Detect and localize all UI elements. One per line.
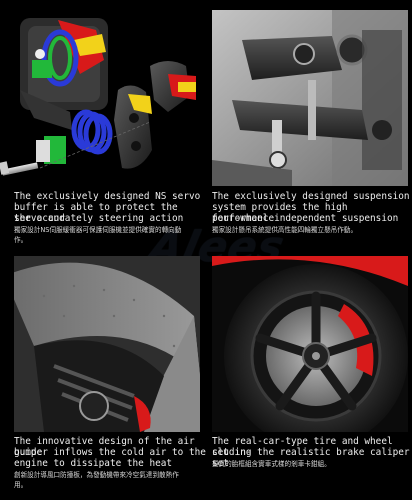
bumper-illustration [14,256,200,432]
lower-arm [232,100,368,140]
suspension-caption-zh-1: 獨家設計懸吊系統提供高性能四輪獨立懸吊作動。 [212,226,358,234]
screw [1,162,39,176]
bumper-caption-zh-2: 用。 [14,481,28,489]
bumper-caption-en-1: The innovative design of the air guide [14,436,195,458]
suspension-caption-en-2: system provides the high performance [212,202,348,224]
bumper-caption-zh-1: 創新設計導風口防撞板，為發動機帶來冷空氣達到散熱作 [14,471,179,479]
servo-buffer-panel: The exclusively designed NS servo buffer… [0,0,206,250]
wheel-illustration [212,256,408,432]
tire-photo [212,256,408,432]
blue-spring-top [41,29,79,87]
tire-caption-zh-1: 擬真的胎框組含實車式樣的剎車卡鉗組。 [212,460,331,468]
suspension-illustration [212,10,408,186]
tire-caption-en-1: The real-car-type tire and wheel set in- [212,436,393,458]
bumper-panel: The innovative design of the air guide b… [0,250,206,500]
brake-caliper [134,396,151,432]
bumper-photo [14,256,200,432]
servo-caption-zh-2: 作。 [14,236,28,244]
bumper-caption-en-3: engine to dissipate the heat [14,458,173,469]
tire-panel: The real-car-type tire and wheel set in-… [206,250,412,500]
red-body [212,256,408,286]
suspension-panel: The exclusively designed suspension syst… [206,0,412,250]
servo-parts-illustration [0,18,196,176]
tire-caption-en-2: cluding the realistic brake caliper set [212,447,410,469]
upper-arm [242,36,342,80]
servo-buffer-exploded-image [0,0,206,190]
servo-caption-en-3: the accurately steering action [14,213,184,224]
servo-caption-en-1: The exclusively designed NS servo [14,191,201,202]
bumper-caption-en-2: bumper inflows the cold air to the [14,447,206,458]
suspension-caption-en-1: The exclusively designed suspension [212,191,410,202]
servo-caption-en-2: buffer is able to protect the servo and [14,202,178,224]
suspension-caption-en-3: four-wheel independent suspension [212,213,399,224]
foam-bumper [14,262,200,376]
servo-caption-zh-1: 獨家設計NS伺服緩衝器可保護伺服機並提供確實的轉向動 [14,226,182,234]
suspension-photo [212,10,408,186]
servo-arm-piece [150,61,190,112]
